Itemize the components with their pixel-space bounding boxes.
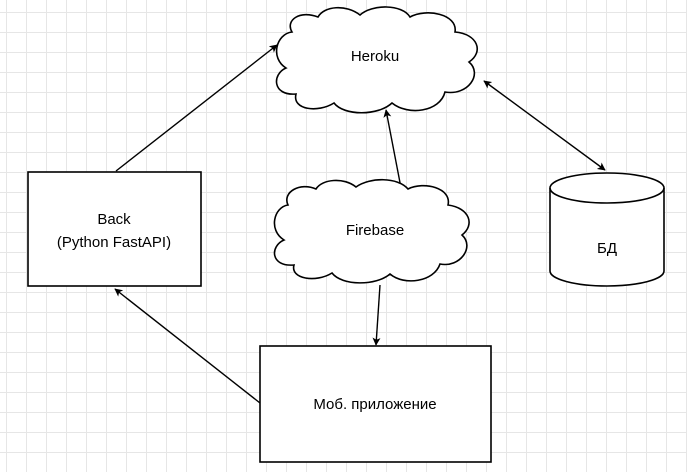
back-box [27, 171, 202, 287]
heroku-label: Heroku [351, 48, 399, 65]
edge-heroku-firebase [383, 109, 405, 194]
db-node: БД [549, 172, 665, 287]
mobile-node: Моб. приложение [259, 345, 492, 463]
firebase-label: Firebase [346, 222, 404, 239]
heroku-cloud-icon [275, 6, 479, 114]
firebase-node: Firebase [273, 178, 470, 284]
mobile-label: Моб. приложение [313, 396, 436, 413]
database-top-rim [549, 187, 665, 204]
edge-heroku-db [483, 80, 606, 171]
edge-back-to-heroku [115, 44, 278, 172]
back-label-line2: (Python FastAPI) [57, 234, 171, 251]
back-node: Back (Python FastAPI) [27, 171, 202, 287]
mobile-box [259, 345, 492, 463]
edge-mobile-to-back [114, 288, 261, 404]
firebase-cloud-icon [273, 178, 470, 284]
heroku-node: Heroku [275, 6, 479, 114]
edge-firebase-to-mobile [372, 284, 381, 346]
db-label: БД [597, 240, 617, 257]
back-label-line1: Back [97, 211, 131, 228]
database-icon [549, 172, 665, 287]
